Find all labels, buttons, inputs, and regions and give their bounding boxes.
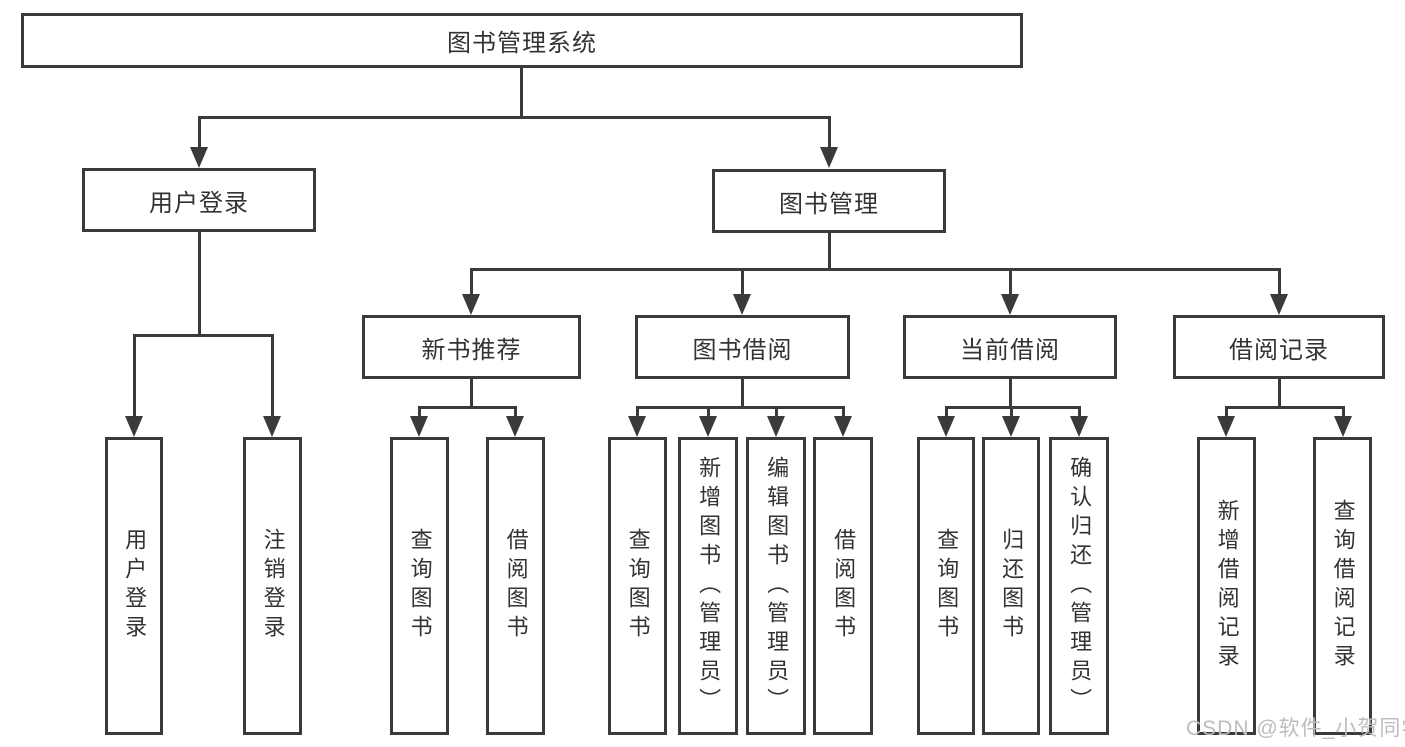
node-current-borrow-label: 当前借阅 (960, 336, 1060, 364)
arrow-down-icon (506, 416, 524, 437)
arrow-down-icon (125, 416, 143, 437)
connector-arrow-line (635, 406, 639, 420)
arrow-down-icon (767, 416, 785, 437)
leaf-logout-label: 注销登录 (260, 528, 286, 644)
leaf-logout: 注销登录 (243, 437, 302, 735)
connector-book-borrow-rail (635, 406, 845, 409)
leaf-br-add-record: 新增借阅记录 (1197, 437, 1256, 735)
node-borrow-record-label: 借阅记录 (1229, 336, 1329, 364)
leaf-cb-return-books: 归还图书 (982, 437, 1040, 735)
csdn-watermark: CSDN @软件_小贺同学 (1186, 717, 1405, 740)
connector-borrow-record-stub (1277, 379, 1281, 409)
connector-arrow-line (827, 116, 831, 152)
arrow-down-icon (190, 147, 208, 168)
arrow-down-icon (1001, 294, 1019, 315)
connector-current-borrow-rail (944, 406, 1081, 409)
connector-arrow-line (469, 268, 473, 298)
leaf-nbr-borrow-books-label: 借阅图书 (503, 528, 529, 644)
connector-book-mgmt-stub (827, 233, 831, 271)
node-book-mgmt: 图书管理 (712, 169, 946, 233)
connector-arrow-line (774, 406, 778, 420)
connector-arrow-line (1341, 406, 1345, 420)
connector-root-stub (520, 68, 523, 119)
connector-arrow-line (270, 334, 274, 420)
leaf-bb-add-books-label: 新增图书（管理员） (696, 455, 722, 717)
connector-arrow-line (513, 406, 517, 420)
arrow-down-icon (834, 416, 852, 437)
connector-arrow-line (1008, 268, 1012, 298)
leaf-br-add-record-label: 新增借阅记录 (1214, 499, 1240, 673)
connector-level2-rail (469, 268, 1281, 271)
connector-arrow-line (1224, 406, 1228, 420)
connector-arrow-line (944, 406, 948, 420)
arrow-down-icon (1070, 416, 1088, 437)
connector-arrow-line (1077, 406, 1081, 420)
leaf-bb-query-books: 查询图书 (608, 437, 667, 735)
connector-arrow-line (132, 334, 136, 420)
leaf-bb-add-books: 新增图书（管理员） (678, 437, 738, 735)
node-new-book-rec: 新书推荐 (362, 315, 581, 379)
connector-arrow-line (417, 406, 421, 420)
leaf-login: 用户登录 (105, 437, 163, 735)
node-book-mgmt-label: 图书管理 (779, 190, 879, 218)
leaf-bb-borrow-books: 借阅图书 (813, 437, 873, 735)
connector-arrow-line (197, 116, 201, 152)
arrow-down-icon (1002, 416, 1020, 437)
leaf-nbr-query-books: 查询图书 (390, 437, 449, 735)
arrow-down-icon (1217, 416, 1235, 437)
leaf-bb-edit-books: 编辑图书（管理员） (746, 437, 806, 735)
arrow-down-icon (462, 294, 480, 315)
arrow-down-icon (820, 147, 838, 168)
leaf-cb-confirm-return: 确认归还（管理员） (1049, 437, 1109, 735)
connector-arrow-line (841, 406, 845, 420)
connector-user-login-stub (197, 232, 201, 337)
arrow-down-icon (263, 416, 281, 437)
node-user-login-label: 用户登录 (149, 189, 249, 217)
arrow-down-icon (410, 416, 428, 437)
connector-level1-rail (197, 116, 831, 119)
node-user-login: 用户登录 (82, 168, 316, 232)
connector-arrow-line (706, 406, 710, 420)
leaf-br-query-record: 查询借阅记录 (1313, 437, 1372, 735)
node-new-book-rec-label: 新书推荐 (421, 336, 522, 364)
leaf-cb-confirm-return-label: 确认归还（管理员） (1067, 455, 1093, 717)
leaf-br-query-record-label: 查询借阅记录 (1330, 499, 1356, 673)
node-root-label: 图书管理系统 (447, 30, 597, 57)
connector-borrow-record-rail (1224, 406, 1344, 409)
node-book-borrow: 图书借阅 (635, 315, 850, 379)
arrow-down-icon (628, 416, 646, 437)
leaf-bb-edit-books-label: 编辑图书（管理员） (764, 455, 790, 717)
leaf-cb-query-books-label: 查询图书 (934, 528, 960, 644)
connector-arrow-line (740, 268, 744, 298)
connector-current-borrow-stub (1008, 379, 1012, 409)
leaf-login-label: 用户登录 (122, 528, 148, 644)
leaf-bb-query-books-label: 查询图书 (625, 528, 651, 644)
arrow-down-icon (699, 416, 717, 437)
connector-arrow-line (1009, 406, 1013, 420)
connector-new-book-rec-rail (417, 406, 517, 409)
node-current-borrow: 当前借阅 (903, 315, 1117, 379)
node-root: 图书管理系统 (21, 13, 1023, 68)
connector-user-login-rail (132, 334, 274, 337)
leaf-bb-borrow-books-label: 借阅图书 (831, 528, 857, 644)
connector-book-borrow-stub (740, 379, 744, 409)
leaf-nbr-borrow-books: 借阅图书 (486, 437, 545, 735)
arrow-down-icon (733, 294, 751, 315)
leaf-nbr-query-books-label: 查询图书 (407, 528, 433, 644)
arrow-down-icon (1270, 294, 1288, 315)
leaf-cb-query-books: 查询图书 (917, 437, 975, 735)
leaf-cb-return-books-label: 归还图书 (999, 528, 1025, 644)
connector-new-book-rec-stub (469, 379, 473, 409)
connector-arrow-line (1277, 268, 1281, 298)
node-borrow-record: 借阅记录 (1173, 315, 1385, 379)
node-book-borrow-label: 图书借阅 (692, 336, 793, 364)
arrow-down-icon (1334, 416, 1352, 437)
arrow-down-icon (937, 416, 955, 437)
